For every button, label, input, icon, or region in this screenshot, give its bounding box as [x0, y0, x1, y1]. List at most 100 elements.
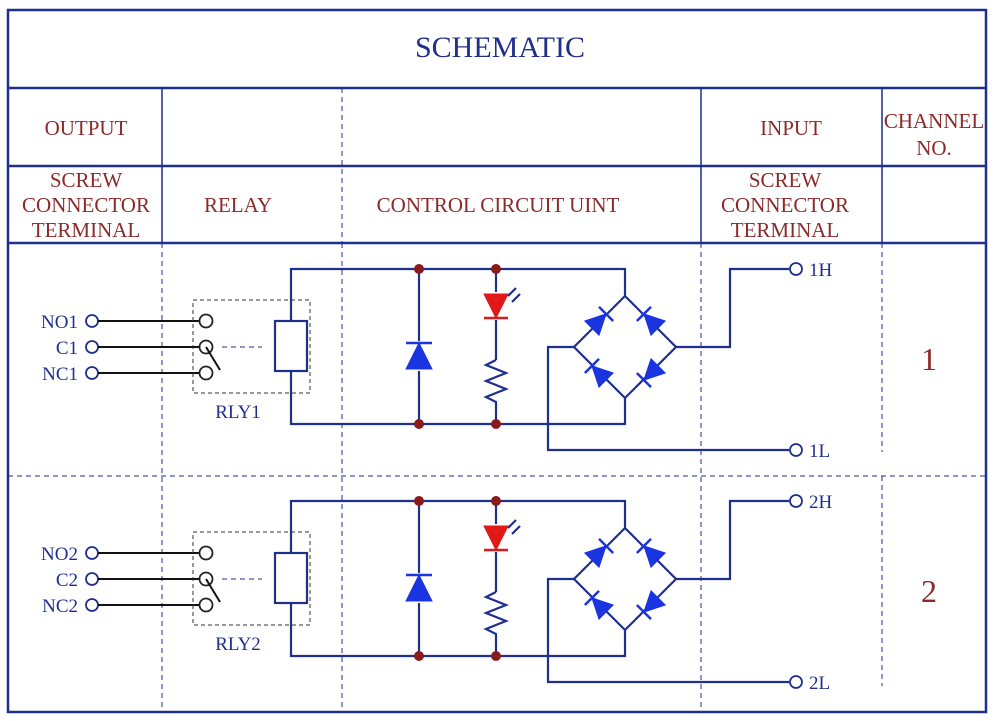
body-dividers	[8, 243, 986, 712]
bridge-diode-tl-bar	[598, 537, 615, 554]
flyback-diode	[405, 341, 433, 370]
relay-box	[192, 531, 311, 626]
channel-number: 2	[921, 573, 937, 609]
relay-box	[192, 299, 311, 394]
output-terminal-circle	[85, 572, 99, 586]
header-relay: RELAY	[204, 193, 272, 217]
bridge-diode-tl-bar	[598, 305, 615, 322]
input-high-wire	[676, 499, 789, 581]
resistor	[483, 359, 509, 424]
relay-coil	[273, 319, 309, 373]
input-terminal-circle	[789, 675, 803, 689]
led-emission-arrows	[507, 287, 521, 303]
output-terminal-label: NC1	[42, 364, 78, 385]
relay-coil	[273, 551, 309, 605]
table-frame	[6, 8, 988, 714]
bridge-diode-bl-bar	[583, 589, 600, 606]
header-output: OUTPUT	[45, 116, 128, 140]
bridge-diode-tr-bar	[635, 305, 652, 322]
input-terminal-label-l: 2L	[809, 673, 830, 694]
relay-contact-circle	[198, 597, 214, 613]
input-low-wire	[546, 345, 789, 452]
bottom-rail-wire	[289, 371, 627, 426]
relay-label: RLY1	[215, 402, 261, 423]
flyback-diode	[405, 573, 433, 602]
relay-contact-circle	[198, 365, 214, 381]
bridge-diode-tr	[635, 537, 667, 569]
header-screw-right-1: SCREW	[749, 168, 822, 192]
junction-node	[414, 496, 424, 506]
bridge-diode-tr-triangle	[643, 313, 667, 337]
bridge-diode-br-triangle	[643, 589, 667, 613]
header-screw-left-3: TERMINAL	[32, 218, 141, 242]
header-screw-right-2: CONNECTOR	[721, 193, 849, 217]
output-terminal-circle	[85, 366, 99, 380]
bridge-diode-bl	[583, 589, 615, 621]
output-terminal-label: NO2	[41, 544, 78, 565]
bridge-diode-tr-bar	[635, 537, 652, 554]
input-terminal-label-h: 1H	[809, 260, 833, 281]
bridge-diode-tl	[583, 305, 615, 337]
output-terminal-circle	[85, 546, 99, 560]
junction-node	[491, 419, 501, 429]
output-terminal-circle	[85, 314, 99, 328]
junction-node	[491, 651, 501, 661]
output-terminal-label: NO1	[41, 312, 78, 333]
bridge-outline	[572, 526, 678, 632]
relay-switch-arm	[205, 346, 221, 371]
output-terminal-label: NC2	[42, 596, 78, 617]
input-terminal-label-h: 2H	[809, 492, 833, 513]
input-high-wire	[676, 267, 789, 349]
relay-switch-arm	[205, 578, 221, 603]
flyback-diode-triangle	[405, 341, 433, 370]
bridge-diode-bl-triangle	[591, 597, 615, 621]
top-rail-wire	[289, 267, 627, 321]
page-title: SCHEMATIC	[415, 31, 585, 64]
header-control: CONTROL CIRCUIT UINT	[377, 193, 620, 217]
header-screw-left-2: CONNECTOR	[22, 193, 150, 217]
bridge-diode-bl	[583, 357, 615, 389]
relay-contact-circle	[198, 545, 214, 561]
indicator-led-triangle	[483, 293, 509, 320]
header-channel-line1: CHANNEL	[884, 109, 984, 133]
input-terminal-circle	[789, 494, 803, 508]
top-rail-wire	[289, 499, 627, 553]
output-terminal-circle	[85, 340, 99, 354]
bridge-diode-bl-triangle	[591, 365, 615, 389]
bridge-diode-br-triangle	[643, 357, 667, 381]
bridge-diode-tr	[635, 305, 667, 337]
junction-node	[414, 651, 424, 661]
bridge-diode-tl-triangle	[583, 313, 607, 337]
input-terminal-label-l: 1L	[809, 441, 830, 462]
indicator-led	[483, 293, 509, 320]
junction-node	[491, 264, 501, 274]
relay-label: RLY2	[215, 634, 261, 655]
bridge-diode-tl	[583, 537, 615, 569]
input-low-wire	[546, 577, 789, 684]
flyback-diode-triangle	[405, 573, 433, 602]
output-terminal-label: C1	[56, 338, 78, 359]
bridge-diode-br-bar	[635, 604, 652, 621]
bridge-diode-tl-triangle	[583, 545, 607, 569]
header-screw-left-1: SCREW	[50, 168, 123, 192]
bridge-outline	[572, 294, 678, 400]
junction-node	[414, 264, 424, 274]
resistor	[483, 591, 509, 656]
bridge-diode-br	[635, 589, 667, 621]
bottom-rail-wire	[289, 603, 627, 658]
output-terminal-circle	[85, 598, 99, 612]
bridge-diode-bl-bar	[583, 357, 600, 374]
input-terminal-circle	[789, 262, 803, 276]
input-terminal-circle	[789, 443, 803, 457]
bridge-diode-br	[635, 357, 667, 389]
relay-contact-circle	[198, 313, 214, 329]
junction-node	[414, 419, 424, 429]
led-emission-arrows	[507, 519, 521, 535]
junction-node	[491, 496, 501, 506]
indicator-led-triangle	[483, 525, 509, 552]
output-terminal-label: C2	[56, 570, 78, 591]
header-channel-line2: NO.	[916, 136, 952, 160]
